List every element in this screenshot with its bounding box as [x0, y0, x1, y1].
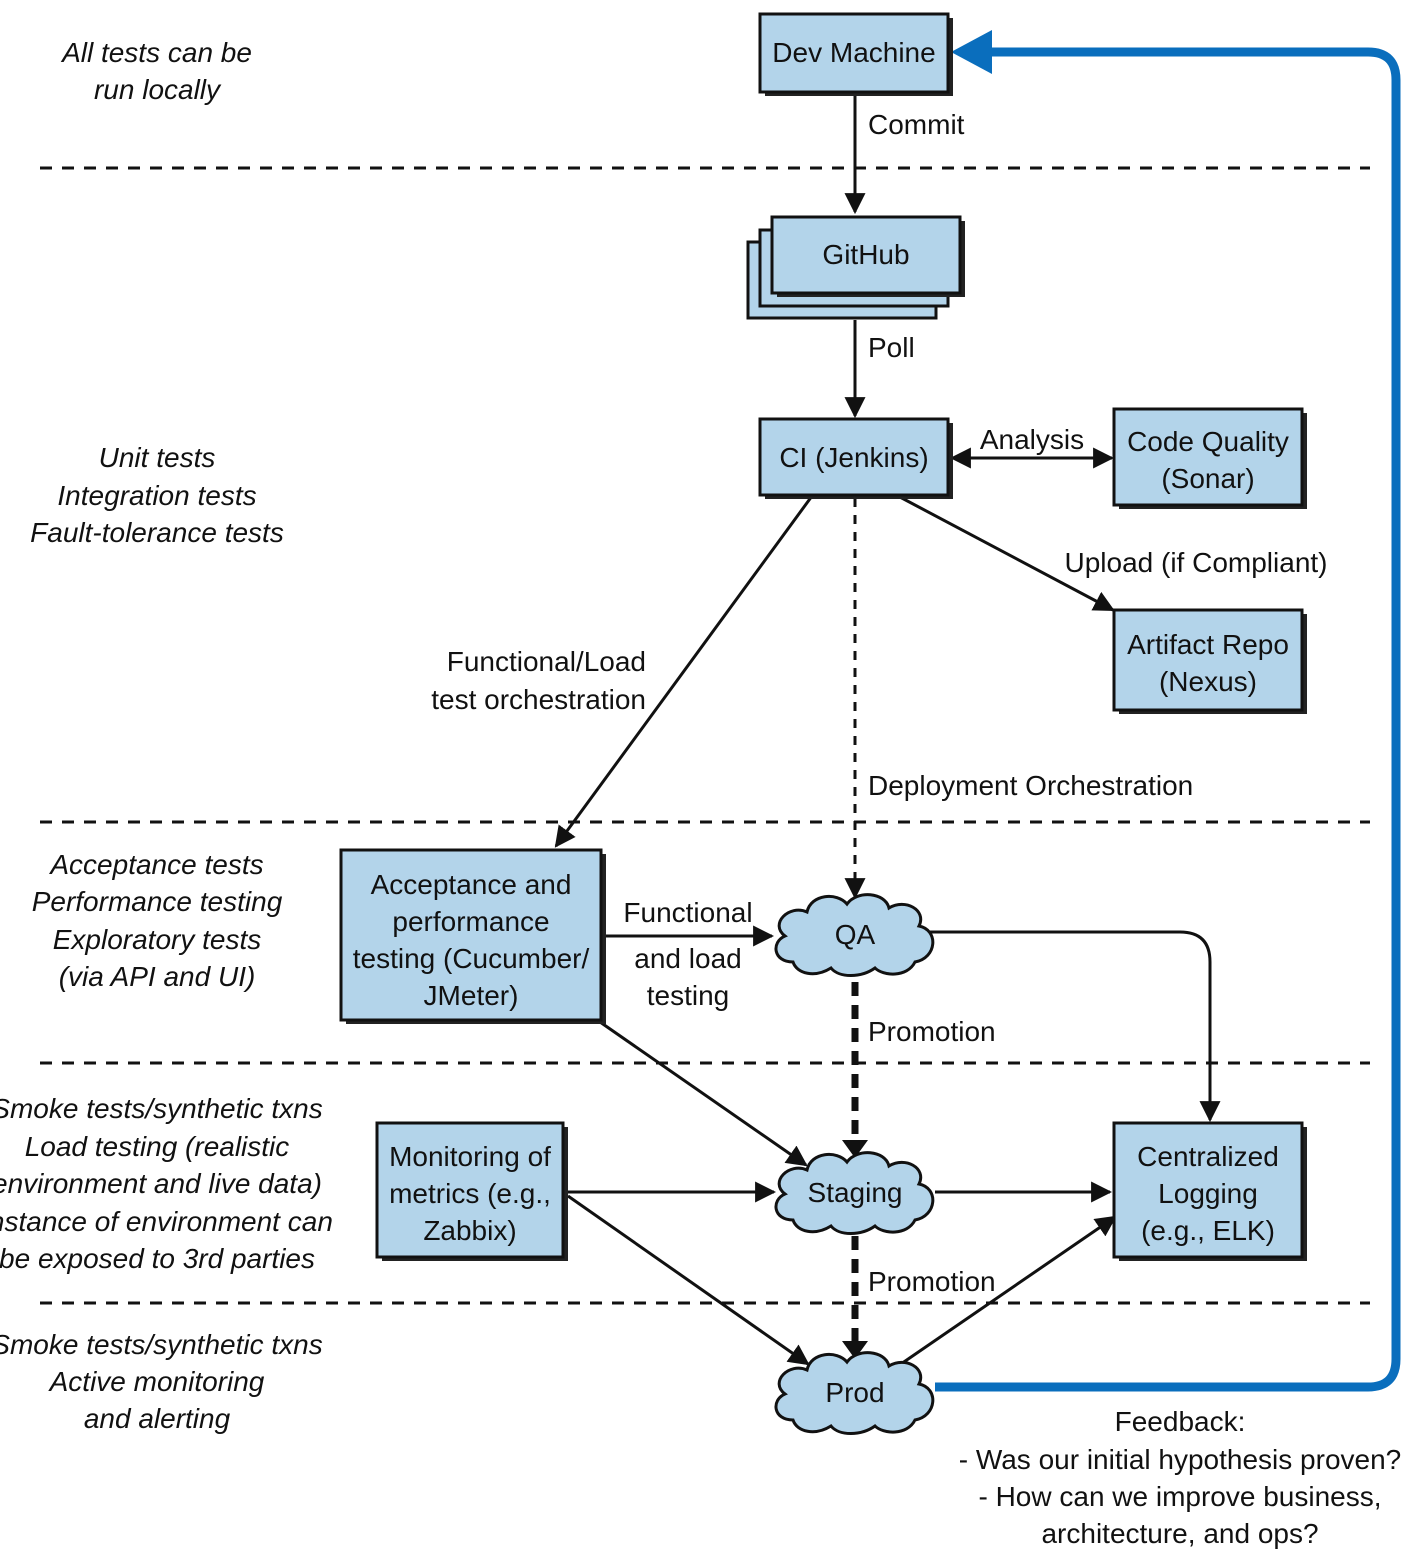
note-prod: Smoke tests/synthetic txns Active monito…	[0, 1329, 323, 1434]
qa-label: QA	[835, 919, 876, 950]
note-prod-line2: Active monitoring	[48, 1366, 265, 1397]
note-acceptance-line3: Exploratory tests	[53, 924, 262, 955]
code-quality-node: Code Quality (Sonar)	[1112, 407, 1307, 509]
feedback-loop-arrow	[935, 47, 1401, 1392]
acceptance-label-line1: Acceptance and	[371, 869, 572, 900]
functional-load-edge	[554, 495, 814, 848]
note-ci-line3: Fault-tolerance tests	[30, 517, 284, 548]
staging-cloud-node: Staging	[774, 1151, 935, 1235]
monitoring-node: Monitoring of metrics (e.g., Zabbix)	[375, 1121, 568, 1261]
poll-label: Poll	[868, 332, 915, 363]
logging-label-line3: (e.g., ELK)	[1141, 1215, 1275, 1246]
note-staging-line5: be exposed to 3rd parties	[0, 1243, 315, 1274]
functional-testing-label-line1: Functional	[623, 897, 752, 928]
monitoring-to-prod-edge	[567, 1194, 810, 1366]
note-local-line2: run locally	[94, 74, 222, 105]
prod-to-logging-edge	[897, 1215, 1117, 1368]
commit-label: Commit	[868, 109, 965, 140]
functional-testing-label-line3: testing	[647, 980, 730, 1011]
acceptance-to-staging-edge	[599, 1020, 808, 1167]
upload-edge	[897, 494, 1115, 612]
feedback-line1: Feedback:	[1115, 1406, 1246, 1437]
code-quality-label-line1: Code Quality	[1127, 426, 1289, 457]
upload-label: Upload (if Compliant)	[1065, 547, 1328, 578]
note-staging-line3: environment and live data)	[0, 1168, 322, 1199]
github-node: GitHub	[746, 215, 965, 320]
note-acceptance: Acceptance tests Performance testing Exp…	[32, 849, 283, 992]
qa-to-logging-edge	[930, 930, 1221, 1123]
acceptance-testing-node: Acceptance and performance testing (Cucu…	[339, 848, 606, 1024]
note-local-line1: All tests can be	[60, 37, 252, 68]
analysis-label: Analysis	[980, 424, 1084, 455]
feedback-text: Feedback: - Was our initial hypothesis p…	[959, 1406, 1402, 1549]
monitoring-label-line3: Zabbix)	[423, 1215, 516, 1246]
acceptance-label-line3: testing (Cucumber/	[353, 943, 590, 974]
note-acceptance-line1: Acceptance tests	[48, 849, 263, 880]
note-ci: Unit tests Integration tests Fault-toler…	[30, 442, 284, 548]
acceptance-label-line2: performance	[392, 906, 549, 937]
note-local: All tests can be run locally	[60, 37, 252, 105]
artifact-repo-node: Artifact Repo (Nexus)	[1112, 608, 1307, 714]
note-acceptance-line2: Performance testing	[32, 886, 283, 917]
github-label: GitHub	[822, 239, 909, 270]
functional-testing-label-line2: and load	[634, 943, 741, 974]
promotion-arrowhead-2	[842, 1341, 868, 1359]
note-staging: Smoke tests/synthetic txns Load testing …	[0, 1093, 333, 1274]
note-staging-line2: Load testing (realistic	[25, 1131, 290, 1162]
acceptance-label-line4: JMeter)	[424, 980, 519, 1011]
monitoring-label-line1: Monitoring of	[389, 1141, 551, 1172]
code-quality-label-line2: (Sonar)	[1161, 463, 1254, 494]
staging-label: Staging	[808, 1177, 903, 1208]
note-staging-line4: Instance of environment can	[0, 1206, 333, 1237]
dev-machine-label: Dev Machine	[772, 37, 935, 68]
ci-node: CI (Jenkins)	[758, 417, 953, 499]
monitoring-label-line2: metrics (e.g.,	[389, 1178, 551, 1209]
note-staging-line1: Smoke tests/synthetic txns	[0, 1093, 323, 1124]
prod-label: Prod	[825, 1377, 884, 1408]
functional-load-label-line2: test orchestration	[431, 684, 646, 715]
feedback-arrowhead	[951, 30, 992, 74]
promotion-label-1: Promotion	[868, 1016, 996, 1047]
logging-label-line1: Centralized	[1137, 1141, 1279, 1172]
promotion-label-2: Promotion	[868, 1266, 996, 1297]
note-acceptance-line4: (via API and UI)	[59, 961, 256, 992]
promotion-arrowhead-1	[842, 1140, 868, 1158]
deployment-label: Deployment Orchestration	[868, 770, 1193, 801]
note-prod-line1: Smoke tests/synthetic txns	[0, 1329, 323, 1360]
functional-load-label-line1: Functional/Load	[447, 646, 646, 677]
feedback-line4: architecture, and ops?	[1041, 1518, 1318, 1549]
note-prod-line3: and alerting	[84, 1403, 231, 1434]
artifact-repo-label-line2: (Nexus)	[1159, 666, 1257, 697]
feedback-line2: - Was our initial hypothesis proven?	[959, 1444, 1402, 1475]
ci-label: CI (Jenkins)	[779, 442, 928, 473]
note-ci-line1: Unit tests	[99, 442, 216, 473]
prod-cloud-node: Prod	[774, 1351, 935, 1435]
feedback-line3: - How can we improve business,	[978, 1481, 1381, 1512]
centralized-logging-node: Centralized Logging (e.g., ELK)	[1112, 1121, 1307, 1261]
logging-label-line2: Logging	[1158, 1178, 1258, 1209]
dev-machine-node: Dev Machine	[758, 12, 953, 96]
artifact-repo-label-line1: Artifact Repo	[1127, 629, 1289, 660]
qa-cloud-node: QA	[774, 893, 935, 977]
note-ci-line2: Integration tests	[57, 480, 256, 511]
